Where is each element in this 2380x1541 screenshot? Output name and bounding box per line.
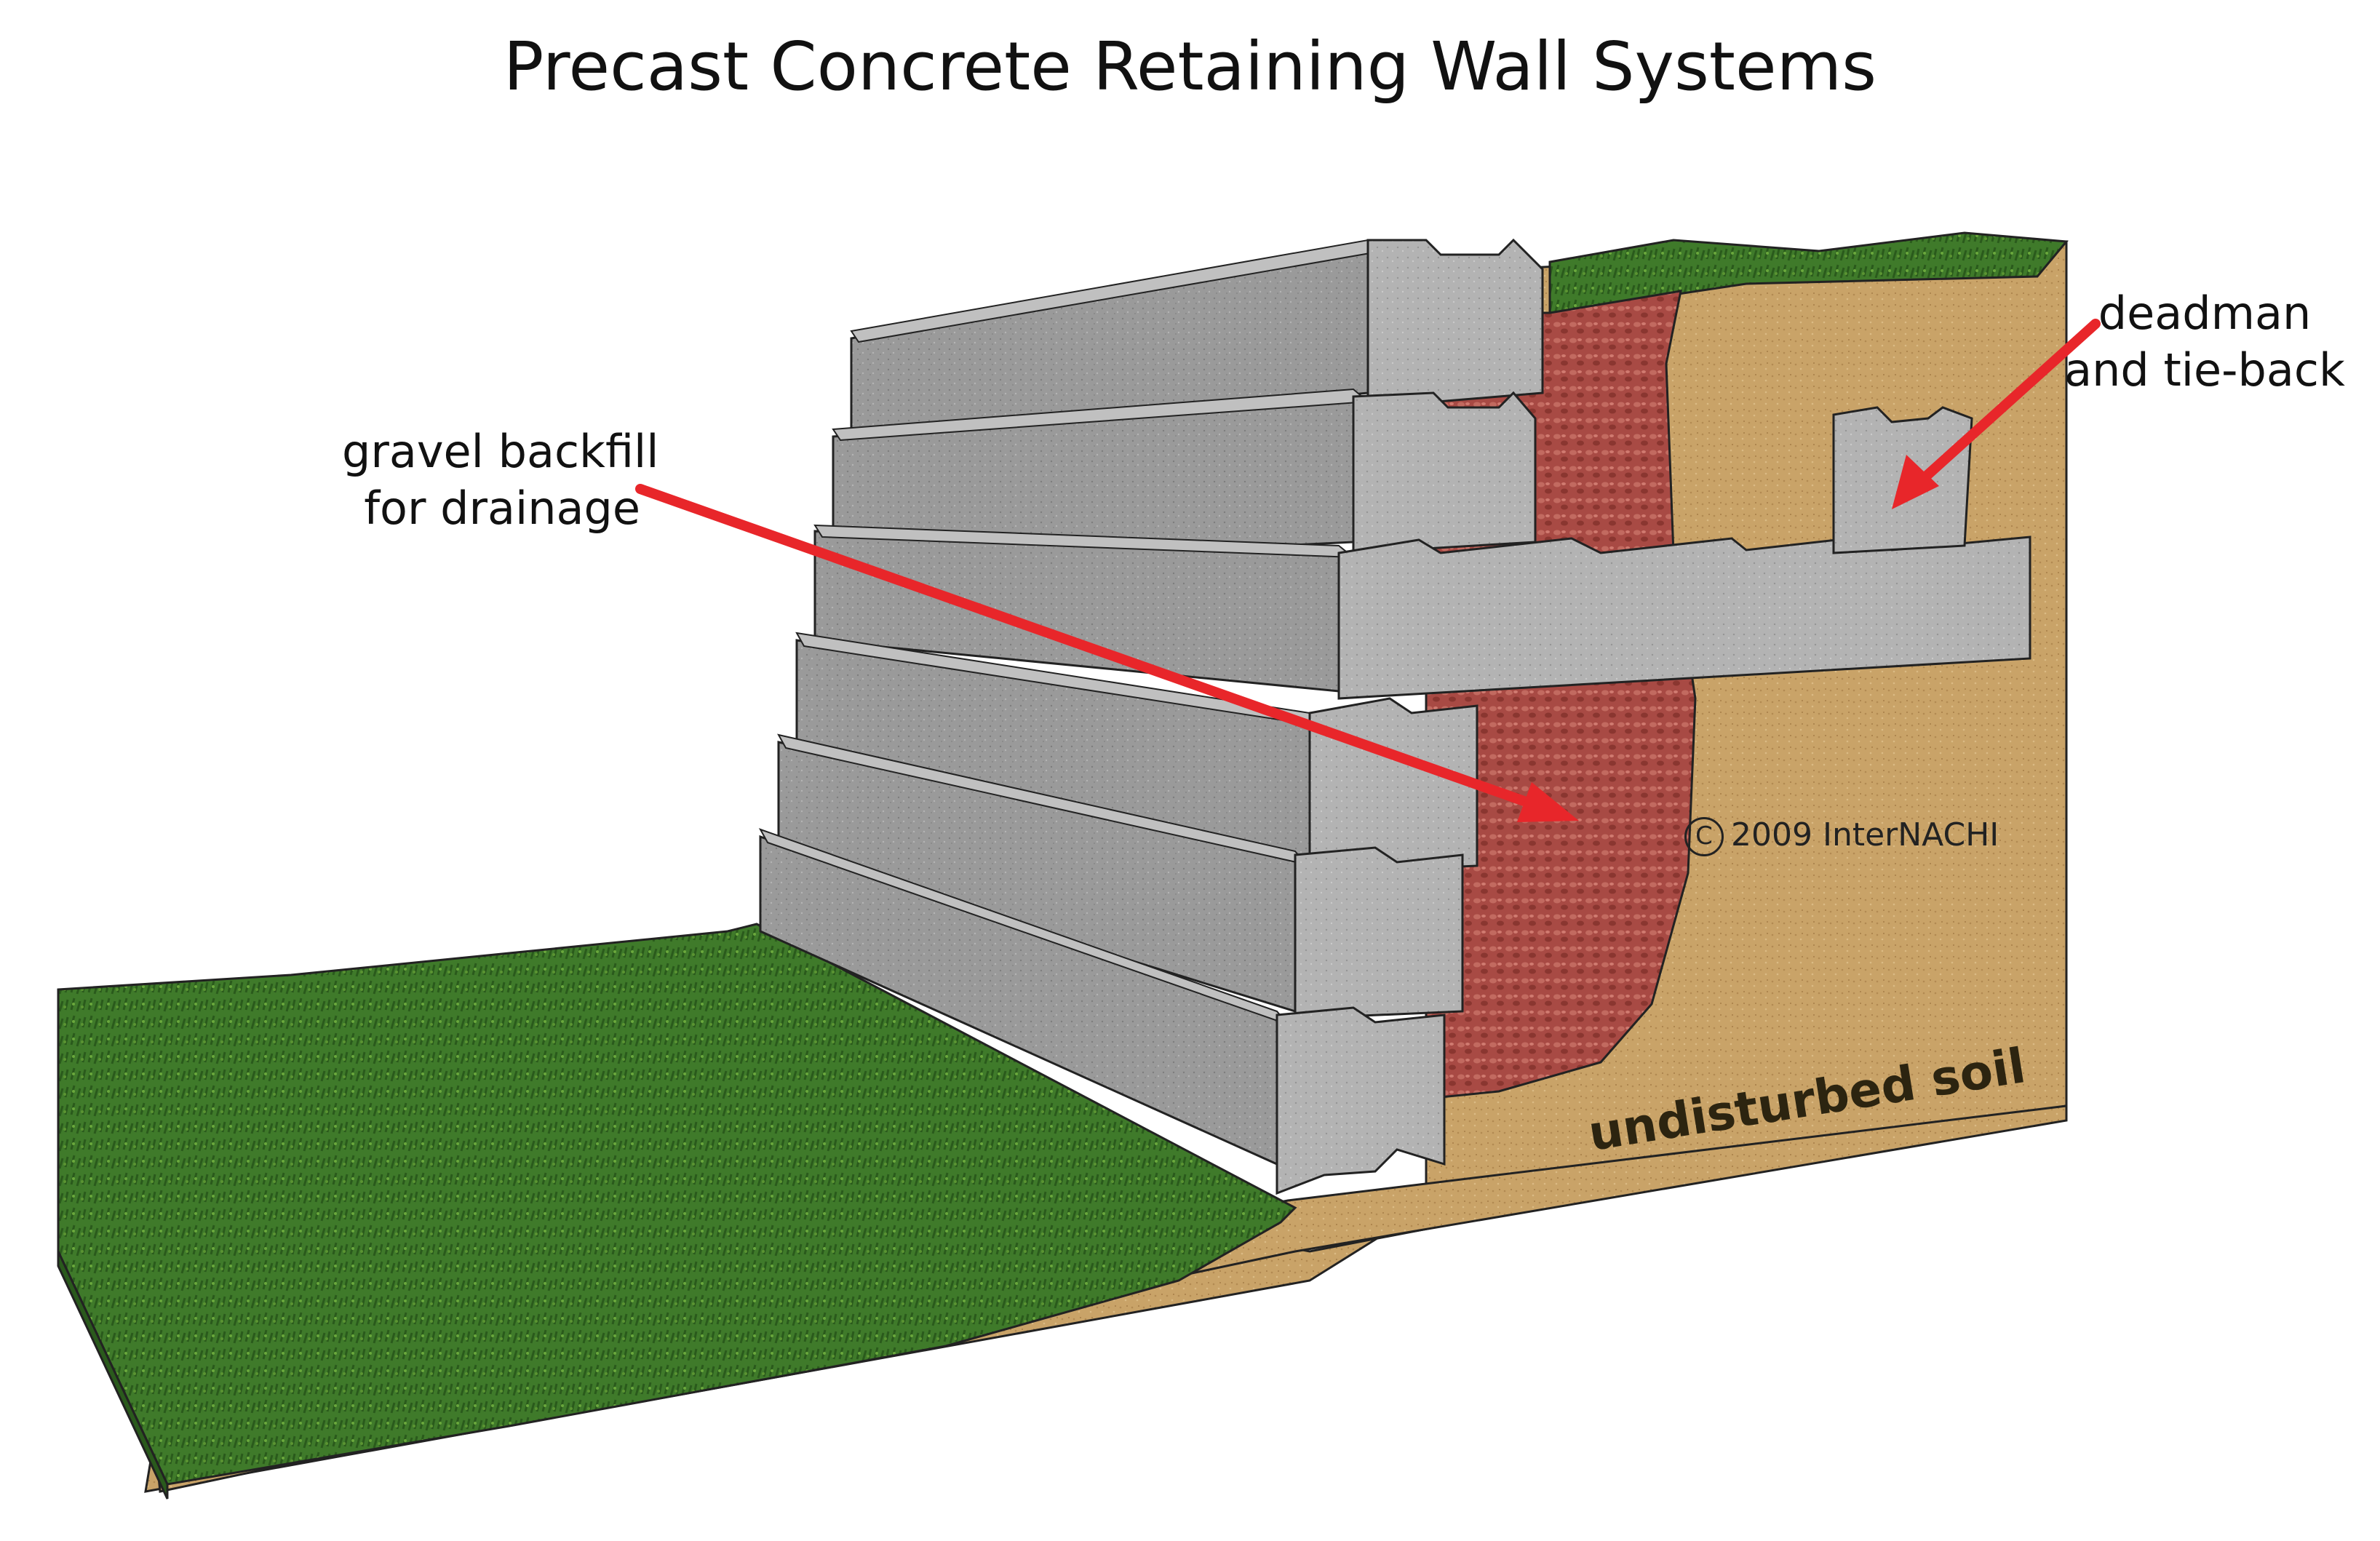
wall-course-3-tieback xyxy=(813,524,2031,700)
copyright-text: 2009 InterNACHI xyxy=(1731,816,1999,853)
deadman-label-line-1: deadman xyxy=(2098,287,2312,340)
gravel-label-line-1: gravel backfill xyxy=(342,425,659,478)
deadman-label-line-2: and tie-back xyxy=(2064,343,2345,397)
deadman-label: deadman and tie-back xyxy=(2059,285,2350,399)
gravel-arrow xyxy=(635,484,1579,822)
soil-bottom-face xyxy=(151,1104,2068,1493)
grass-front-edge xyxy=(57,1251,169,1500)
gravel-backfill-label: gravel backfill for drainage xyxy=(342,423,659,537)
wall-course-2 xyxy=(832,388,1537,569)
diagram-title: Precast Concrete Retaining Wall Systems xyxy=(503,28,1877,105)
wall-course-5 xyxy=(777,733,1464,1020)
deadman-arrow xyxy=(1892,319,2101,509)
copyright-icon: C xyxy=(1684,817,1724,856)
wall-course-1 xyxy=(850,238,1544,445)
gravel-label-line-2: for drainage xyxy=(364,482,640,535)
wall-course-6 xyxy=(758,828,1446,1195)
